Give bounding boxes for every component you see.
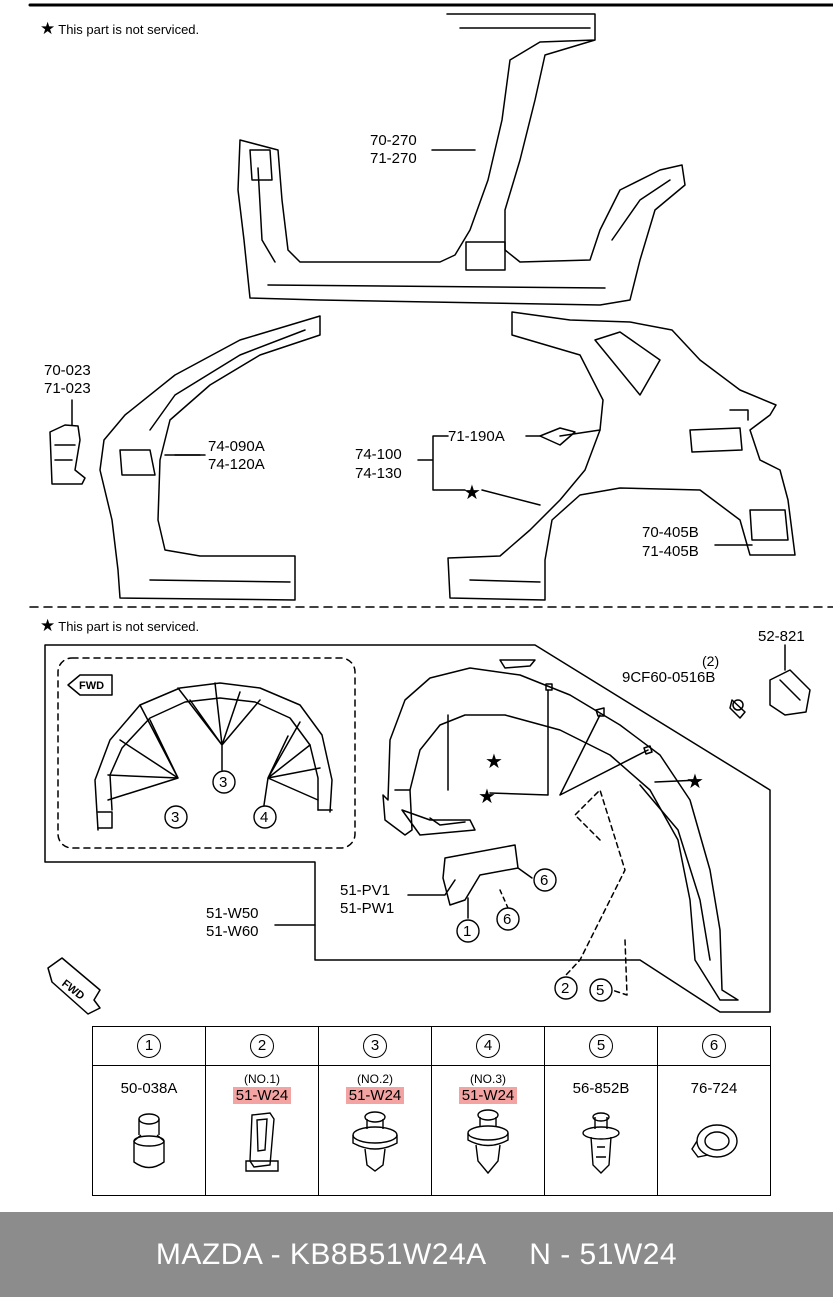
- push-clip-icon: [352, 1111, 398, 1172]
- grommet-icon: [691, 1124, 738, 1158]
- table-header-row: 1 2 3 4 5 6: [92, 1026, 771, 1066]
- callout-3[interactable]: 3: [171, 809, 180, 826]
- rivet-clip-icon: [582, 1112, 620, 1174]
- clip-52-821-drawing: [729, 644, 811, 719]
- ref-cell: 2: [205, 1026, 319, 1066]
- part-group: (NO.1): [244, 1072, 280, 1086]
- label-71-023[interactable]: 71-023: [44, 380, 91, 397]
- note-text: This part is not serviced.: [58, 22, 200, 37]
- callout-2[interactable]: 2: [561, 980, 570, 997]
- ref-number: 5: [589, 1034, 613, 1058]
- label-74-100[interactable]: 74-100: [355, 446, 402, 463]
- fastener-parts-table: 1 2 3 4 5 6 50-038A (NO.1) 51-W24: [92, 1026, 771, 1196]
- clip-icon: [245, 1112, 279, 1172]
- callout-1[interactable]: 1: [463, 923, 472, 940]
- label-51-w50[interactable]: 51-W50: [206, 905, 259, 922]
- ref-cell: 4: [431, 1026, 545, 1066]
- mud-flap-drawing: [407, 844, 533, 919]
- ref-cell: 3: [318, 1026, 432, 1066]
- note-text: This part is not serviced.: [58, 619, 200, 634]
- table-row: 50-038A (NO.1) 51-W24: [92, 1065, 771, 1196]
- part-cell[interactable]: 56-852B: [544, 1065, 658, 1196]
- ref-cell: 5: [544, 1026, 658, 1066]
- part-cell[interactable]: (NO.1) 51-W24: [205, 1065, 319, 1196]
- part-number[interactable]: 50-038A: [120, 1080, 178, 1097]
- not-serviced-note-bottom: ★This part is not serviced.: [40, 616, 199, 636]
- label-70-405b[interactable]: 70-405B: [642, 524, 699, 541]
- quarter-panel-drawing: [447, 311, 796, 601]
- svg-text:★: ★: [485, 749, 503, 773]
- inner-side-frame-drawing: [237, 13, 686, 306]
- svg-text:★: ★: [478, 784, 496, 808]
- label-52-821[interactable]: 52-821: [758, 628, 805, 645]
- label-74-130[interactable]: 74-130: [355, 465, 402, 482]
- label-71-190a[interactable]: 71-190A: [448, 428, 505, 445]
- label-74-120a[interactable]: 74-120A: [208, 456, 265, 473]
- label-9cf60-0516b[interactable]: 9CF60-0516B: [622, 669, 716, 686]
- svg-text:★: ★: [463, 480, 481, 504]
- not-serviced-note-top: ★This part is not serviced.: [40, 19, 199, 39]
- callout-5[interactable]: 5: [596, 982, 605, 999]
- callout-4[interactable]: 4: [260, 809, 269, 826]
- callout-6[interactable]: 6: [503, 911, 512, 928]
- label-51-pw1[interactable]: 51-PW1: [340, 900, 395, 917]
- star-icon: ★: [40, 616, 56, 635]
- part-cell[interactable]: (NO.2) 51-W24: [318, 1065, 432, 1196]
- label-51-pv1[interactable]: 51-PV1: [340, 882, 391, 899]
- arch-clip-layout-drawing: [94, 682, 333, 831]
- label-71-405b[interactable]: 71-405B: [642, 543, 699, 560]
- highlighted-part-number[interactable]: 51-W24: [345, 1087, 405, 1104]
- callout-6[interactable]: 6: [540, 872, 549, 889]
- ref-number: 6: [702, 1034, 726, 1058]
- fwd-arrow-label: FWD: [79, 680, 105, 692]
- part-group: (NO.3): [470, 1072, 506, 1086]
- ref-number: 4: [476, 1034, 500, 1058]
- svg-text:★: ★: [686, 769, 704, 793]
- highlighted-part-number[interactable]: 51-W24: [232, 1087, 292, 1104]
- highlighted-part-number[interactable]: 51-W24: [458, 1087, 518, 1104]
- ref-cell: 6: [657, 1026, 771, 1066]
- exploded-view-frame: [44, 644, 771, 1013]
- part-cell[interactable]: 50-038A: [92, 1065, 206, 1196]
- ref-number: 3: [363, 1034, 387, 1058]
- label-quantity: (2): [702, 653, 720, 669]
- part-number[interactable]: 76-724: [690, 1080, 738, 1097]
- part-cell[interactable]: (NO.3) 51-W24: [431, 1065, 545, 1196]
- part-number-footer: MAZDA - KB8B51W24A N - 51W24: [155, 1238, 678, 1271]
- label-51-w60[interactable]: 51-W60: [206, 923, 259, 940]
- push-pin-icon: [133, 1113, 165, 1169]
- part-number[interactable]: 56-852B: [572, 1080, 630, 1097]
- part-group: (NO.2): [357, 1072, 393, 1086]
- star-icon: ★: [40, 19, 56, 38]
- callout-3[interactable]: 3: [219, 774, 228, 791]
- label-70-270[interactable]: 70-270: [370, 132, 417, 149]
- label-74-090a[interactable]: 74-090A: [208, 438, 265, 455]
- label-71-270[interactable]: 71-270: [370, 150, 417, 167]
- footer-bar: [0, 1212, 833, 1297]
- wheel-arch-liner-drawing: [382, 659, 739, 1001]
- bracket-70-023-drawing: [49, 399, 86, 485]
- ref-number: 2: [250, 1034, 274, 1058]
- part-cell[interactable]: 76-724: [657, 1065, 771, 1196]
- ref-cell: 1: [92, 1026, 206, 1066]
- label-70-023[interactable]: 70-023: [44, 362, 91, 379]
- ref-number: 1: [137, 1034, 161, 1058]
- push-clip-icon: [467, 1109, 509, 1175]
